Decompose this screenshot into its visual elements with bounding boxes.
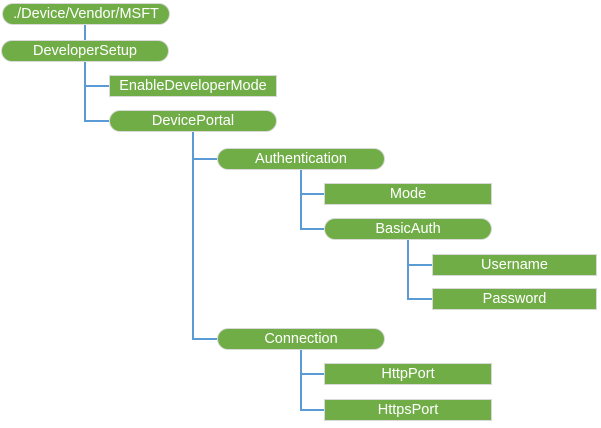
connector-to-httpport — [300, 373, 325, 375]
connector-authentication-trunk — [300, 170, 302, 230]
node-httpsport: HttpsPort — [324, 399, 492, 421]
connector-to-password — [407, 298, 432, 300]
node-label: Mode — [389, 186, 427, 202]
connector-to-httpsport — [300, 409, 325, 411]
node-password: Password — [432, 288, 597, 310]
connector-connection-trunk — [300, 350, 302, 411]
node-label: Authentication — [255, 151, 347, 167]
node-label: HttpsPort — [377, 402, 439, 418]
connector-to-connection — [192, 338, 217, 340]
node-label: Password — [482, 291, 547, 307]
connector-basicauth-trunk — [407, 240, 409, 300]
node-label: EnableDeveloperMode — [119, 78, 267, 94]
connector-root-to-developersetup — [84, 25, 86, 40]
node-label: Username — [481, 257, 548, 273]
node-username: Username — [432, 254, 597, 276]
node-label: Connection — [264, 331, 338, 347]
connector-deviceportal-trunk — [192, 132, 194, 340]
node-developersetup: DeveloperSetup — [1, 40, 169, 62]
node-enabledevelopermode: EnableDeveloperMode — [109, 75, 277, 97]
node-device-vendor-msft: ./Device/Vendor/MSFT — [2, 3, 170, 25]
connector-to-mode — [300, 193, 324, 195]
node-label: HttpPort — [381, 366, 435, 382]
node-label: ./Device/Vendor/MSFT — [13, 6, 159, 22]
connector-to-basicauth — [300, 228, 324, 230]
connector-to-deviceportal — [84, 120, 109, 122]
node-mode: Mode — [324, 183, 492, 205]
node-label: DevicePortal — [151, 113, 235, 129]
node-label: DeveloperSetup — [33, 43, 137, 59]
node-httpport: HttpPort — [324, 363, 492, 385]
node-label: BasicAuth — [375, 221, 441, 237]
connector-to-authentication — [192, 158, 217, 160]
connector-to-enabledevelopermode — [84, 85, 109, 87]
connector-developersetup-trunk — [84, 62, 86, 122]
connector-to-username — [407, 264, 432, 266]
node-deviceportal: DevicePortal — [109, 110, 277, 132]
node-connection: Connection — [217, 328, 385, 350]
node-authentication: Authentication — [217, 148, 385, 170]
node-basicauth: BasicAuth — [324, 218, 492, 240]
